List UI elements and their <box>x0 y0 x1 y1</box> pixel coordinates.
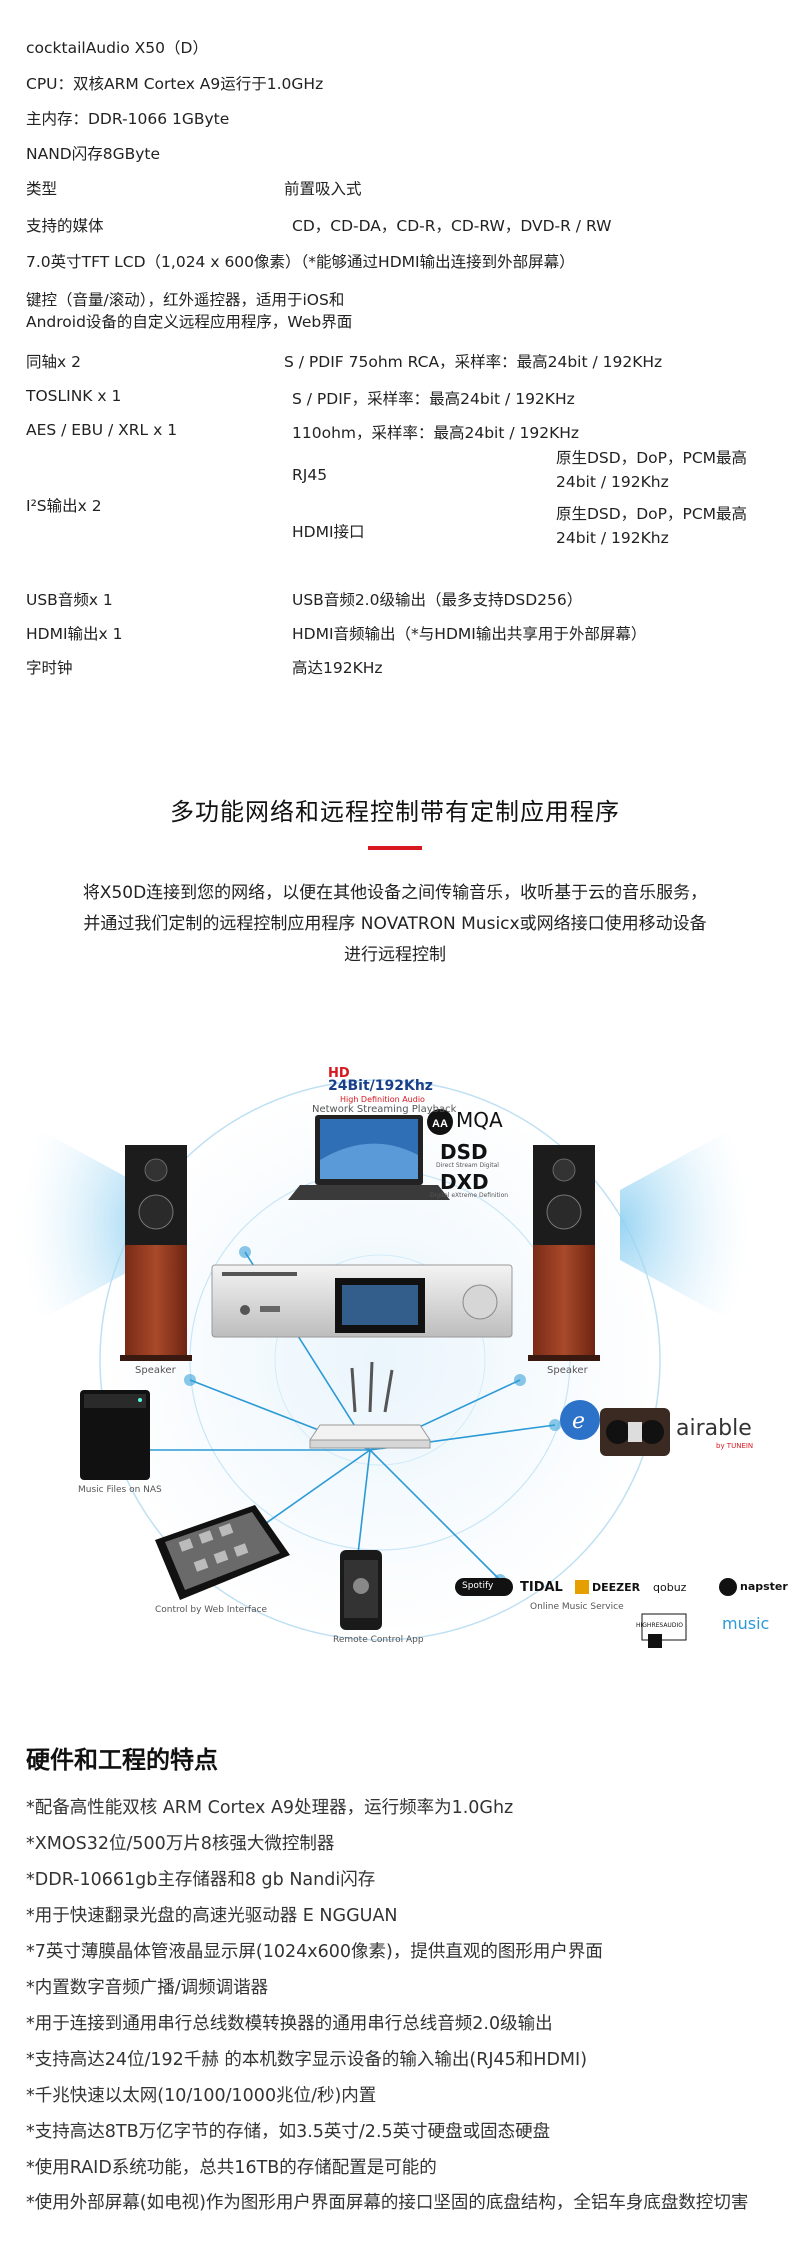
laptop-icon <box>288 1115 450 1200</box>
napster-icon <box>719 1578 737 1596</box>
internet-radio-icon: e <box>560 1400 670 1456</box>
list-item: *用于快速翻录光盘的高速光驱动器 E NGGUAN <box>26 1906 398 1926</box>
diagram-graphic: e AA <box>20 1079 750 1648</box>
hardware-title: 硬件和工程的特点 <box>26 1746 218 1774</box>
list-item: *7英寸薄膜晶体管液晶显示屏(1024x600像素)，提供直观的图形用户界面 <box>26 1942 603 1962</box>
mqa-icon <box>427 1109 453 1135</box>
list-item: *用于连接到通用串行总线数模转换器的通用串行总线音频2.0级输出 <box>26 2014 553 2034</box>
list-item: *配备高性能双核 ARM Cortex A9处理器，运行频率为1.0Ghz <box>26 1798 514 1818</box>
x50d-unit <box>211 1264 513 1338</box>
list-item: *支持高达8TB万亿字节的存储，如3.5英寸/2.5英寸硬盘或固态硬盘 <box>26 2122 551 2142</box>
section-title: 多功能网络和远程控制带有定制应用程序 <box>170 798 620 826</box>
feature-list: *配备高性能双核 ARM Cortex A9处理器，运行频率为1.0Ghz *X… <box>26 1790 770 2220</box>
router-icon <box>309 1361 431 1449</box>
speaker-left <box>120 1145 192 1361</box>
list-item: *使用RAID系统功能，总共16TB的存储配置是可能的 <box>26 2158 437 2178</box>
list-item: *XMOS32位/500万片8核强大微控制器 <box>26 1834 335 1854</box>
nas-icon <box>80 1390 150 1480</box>
svg-text:AA: AA <box>432 1118 448 1130</box>
tablet-icon <box>155 1505 290 1600</box>
phone-icon <box>340 1550 382 1630</box>
network-diagram: e AA HD 24Bit/192Khz High Definition Aud… <box>0 1020 790 1660</box>
list-item: *支持高达24位/192千赫 的本机数字显示设备的输入输出(RJ45和HDMI) <box>26 2050 588 2070</box>
section-intro: 将X50D连接到您的网络，以便在其他设备之间传输音乐，收听基于云的音乐服务， 并… <box>82 883 708 965</box>
title-underline <box>368 846 422 850</box>
speaker-right <box>528 1145 600 1361</box>
list-item: *千兆快速以太网(10/100/1000兆位/秒)内置 <box>26 2086 377 2106</box>
deezer-icon <box>575 1580 589 1594</box>
list-item: *内置数字音频广播/调频调谐器 <box>26 1978 269 1998</box>
list-item: *使用外部屏幕(如电视)作为图形用户界面屏幕的接口坚固的底盘结构，全铝车身底盘数… <box>26 2193 749 2213</box>
list-item: *DDR-10661gb主存储器和8 gb Nandi闪存 <box>26 1870 376 1890</box>
spotify-icon <box>455 1578 513 1596</box>
spec-i2s: I²S输出x 2 RJ45 原生DSD，DoP，PCM最高 24bit / 19… <box>26 449 748 547</box>
svg-text:e: e <box>572 1409 585 1434</box>
